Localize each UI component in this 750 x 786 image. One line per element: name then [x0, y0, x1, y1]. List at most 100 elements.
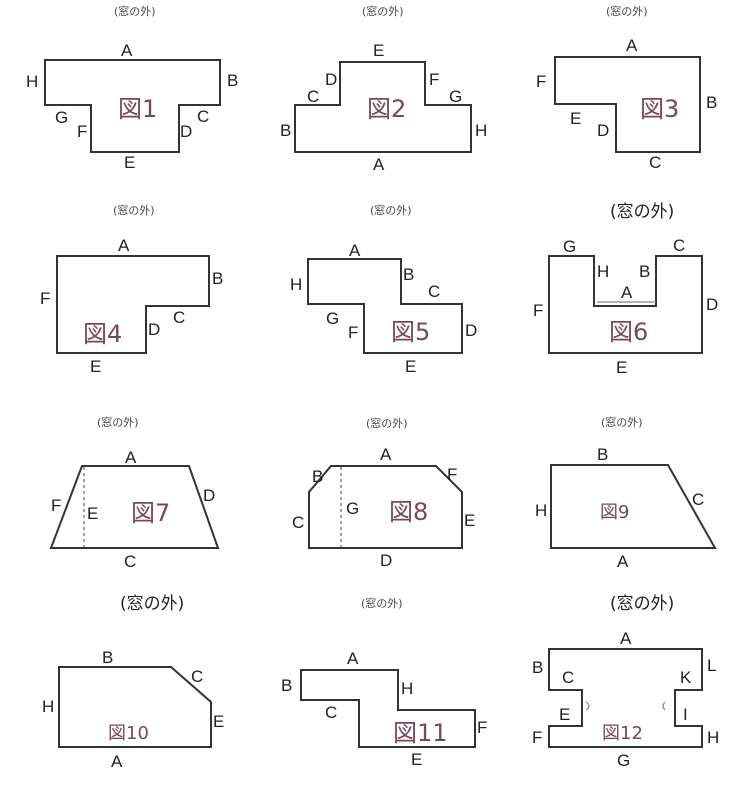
edge-label: F: [40, 289, 50, 308]
edge-label: E: [213, 712, 224, 731]
edge-label: C: [292, 513, 304, 532]
edge-label: E: [90, 357, 101, 376]
figure-12: (窓の外) A B C E F G H I K L 図12: [532, 594, 719, 770]
edge-label: F: [477, 718, 487, 737]
edge-label: A: [125, 448, 137, 467]
edge-label: B: [403, 265, 414, 284]
edge-label: F: [429, 70, 439, 89]
edge-label: B: [312, 467, 323, 486]
figure-title: 図2: [367, 95, 406, 123]
figure-title: 図9: [600, 502, 629, 523]
edge-label: D: [706, 295, 718, 314]
edge-label: F: [532, 728, 542, 747]
edge-label: E: [616, 358, 627, 377]
figure-9-outline: [550, 464, 717, 549]
edge-label: C: [692, 490, 704, 509]
edge-label: A: [626, 36, 638, 55]
edge-label: I: [683, 705, 688, 724]
figure-2: (窓の外) A B C D E F G H 図2: [280, 4, 487, 174]
edge-label: A: [349, 241, 361, 260]
edge-label: H: [535, 501, 547, 520]
window-label: (窓の外): [113, 203, 155, 217]
edge-label: G: [563, 237, 576, 256]
edge-label: H: [42, 697, 54, 716]
edge-label: A: [621, 283, 633, 302]
figure-4: (窓の外) A B C D E F 図4: [40, 203, 223, 376]
edge-label: A: [347, 649, 359, 668]
window-label: (窓の外): [610, 594, 674, 614]
edge-label: A: [617, 552, 629, 571]
figure-6-outline: [548, 255, 703, 354]
edge-label: D: [597, 121, 609, 140]
edge-label: D: [203, 486, 215, 505]
figure-title: 図11: [393, 719, 448, 747]
edge-label: E: [411, 750, 422, 769]
figure-1: (窓の外) A B C D E F G H 図1: [26, 4, 238, 172]
figure-5-outline: [307, 258, 463, 354]
edge-label: E: [373, 41, 384, 60]
edge-label: D: [180, 122, 192, 141]
figure-3-outline: [554, 56, 701, 153]
edge-label: C: [562, 668, 574, 687]
figure-title: 図6: [609, 318, 648, 346]
edge-label: E: [405, 357, 416, 376]
edge-label: A: [373, 155, 385, 174]
figure-title: 図10: [108, 723, 149, 744]
figure-title: 図1: [118, 95, 157, 123]
edge-label: A: [111, 752, 123, 771]
figure-title: 図5: [391, 318, 430, 346]
edge-label: C: [191, 667, 203, 686]
figure-2-outline: [294, 61, 472, 153]
figure-5: (窓の外) A B C D E F G H 図5: [290, 203, 477, 376]
figure-title: 図3: [640, 95, 679, 123]
edge-label: F: [77, 122, 87, 141]
edge-label: E: [570, 109, 581, 128]
edge-label: G: [55, 108, 68, 127]
edge-label: E: [87, 504, 98, 523]
edge-label: B: [281, 676, 292, 695]
window-label: (窓の外): [601, 415, 643, 429]
figure-3: (窓の外) A B C D E F 図3: [536, 4, 717, 172]
figure-8: (窓の外) A B C D E F G 図8: [292, 416, 475, 570]
edge-label: H: [401, 679, 413, 698]
figure-1-outline: [44, 59, 221, 153]
figure-11: (窓の外) A B C E F H 図11: [281, 596, 487, 769]
edge-label: D: [465, 321, 477, 340]
edge-label: B: [639, 262, 650, 281]
figure-10: (窓の外) A B C E H 図10: [42, 594, 224, 771]
figure-4-outline: [56, 255, 210, 354]
edge-label: K: [680, 668, 692, 687]
figure-title: 図12: [602, 723, 643, 744]
edge-label: C: [325, 703, 337, 722]
figure-7: (窓の外) A C D E F 図7: [49, 415, 220, 571]
figure-12-outline: [548, 648, 703, 748]
edge-label: B: [227, 71, 238, 90]
figure-11-outline: [300, 669, 476, 748]
edge-label: A: [380, 445, 392, 464]
edge-label: F: [348, 323, 358, 342]
edge-label: F: [536, 72, 546, 91]
edge-label: H: [597, 262, 609, 281]
window-label: (窓の外): [362, 4, 404, 18]
window-label: (窓の外): [114, 4, 156, 18]
figure-6: (窓の外) A B C D E F G H 図6: [533, 202, 718, 377]
edge-label: B: [532, 658, 543, 677]
edge-label: G: [326, 309, 339, 328]
edge-label: L: [707, 656, 716, 675]
edge-label: C: [649, 153, 661, 172]
figure-title: 図4: [83, 320, 122, 348]
figure-title: 図7: [131, 499, 170, 527]
edge-label: G: [346, 499, 359, 518]
edge-label: A: [121, 41, 133, 60]
edge-label: E: [559, 705, 570, 724]
edge-label: F: [533, 301, 543, 320]
figure-9: (窓の外) A B C H 図9: [535, 415, 717, 571]
edge-label: B: [706, 93, 717, 112]
figure-7-outline: [49, 465, 220, 549]
window-label: (窓の外): [361, 596, 403, 610]
edge-label: C: [124, 552, 136, 571]
small-mark: [585, 701, 590, 711]
edge-label: G: [449, 87, 462, 106]
